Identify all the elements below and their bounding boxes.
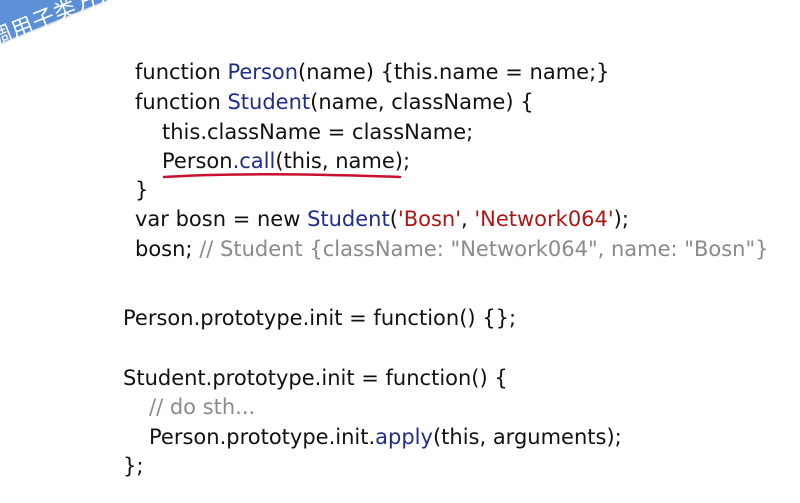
code-token: this.className = className; — [162, 120, 474, 144]
code-token: var bosn = new — [135, 207, 308, 231]
code-token: Person.prototype.init = function() {}; — [123, 306, 517, 330]
code-line-5: } — [135, 176, 148, 204]
code-token-fn: Person — [227, 60, 299, 84]
code-token: } — [135, 178, 149, 202]
code-line-11: Person.prototype.init.apply(this, argume… — [149, 423, 622, 451]
code-line-6: var bosn = new Student('Bosn', 'Network0… — [135, 205, 629, 233]
code-line-4: Person.call(this, name); — [162, 147, 410, 175]
code-comment: // do sth... — [149, 395, 256, 419]
code-token: Person.prototype.init. — [149, 425, 376, 449]
code-token-fn: Student — [307, 207, 390, 231]
code-token: (this, name); — [275, 149, 411, 173]
code-token: }; — [123, 454, 144, 478]
code-token-fn: Student — [227, 90, 311, 114]
code-line-3: this.className = className; — [162, 118, 473, 146]
code-line-2: function Student(name, className) { — [135, 88, 534, 116]
code-token-string: 'Bosn' — [397, 207, 461, 231]
code-line-1: function Person(name) {this.name = name;… — [135, 58, 610, 86]
code-token: (this, arguments); — [432, 425, 622, 449]
code-token: bosn; — [135, 237, 200, 261]
code-token: function — [135, 60, 228, 84]
code-line-12: }; — [123, 452, 143, 480]
code-token: (name, className) { — [310, 90, 534, 114]
code-token: ( — [389, 207, 398, 231]
code-token: Person — [162, 149, 233, 173]
slide-title: 调用子类方法 — [0, 0, 124, 53]
code-comment: // Student {className: "Network064", nam… — [199, 237, 769, 261]
code-token: function — [135, 90, 228, 114]
code-token: (name) {this.name = name;} — [298, 60, 610, 84]
code-token: ); — [613, 207, 629, 231]
red-underline-mark — [162, 173, 402, 179]
code-line-7: bosn; // Student {className: "Network064… — [135, 235, 768, 263]
code-token-fn: .call — [232, 149, 276, 173]
code-token: , — [461, 207, 475, 231]
code-line-9: Student.prototype.init = function() { — [123, 364, 508, 392]
code-line-8: Person.prototype.init = function() {}; — [123, 304, 516, 332]
code-token-string: 'Network064' — [474, 207, 614, 231]
code-token: Student.prototype.init = function() { — [123, 366, 508, 390]
ribbon-band — [0, 0, 291, 61]
code-token-fn: apply — [375, 425, 433, 449]
code-line-10: // do sth... — [149, 393, 255, 421]
